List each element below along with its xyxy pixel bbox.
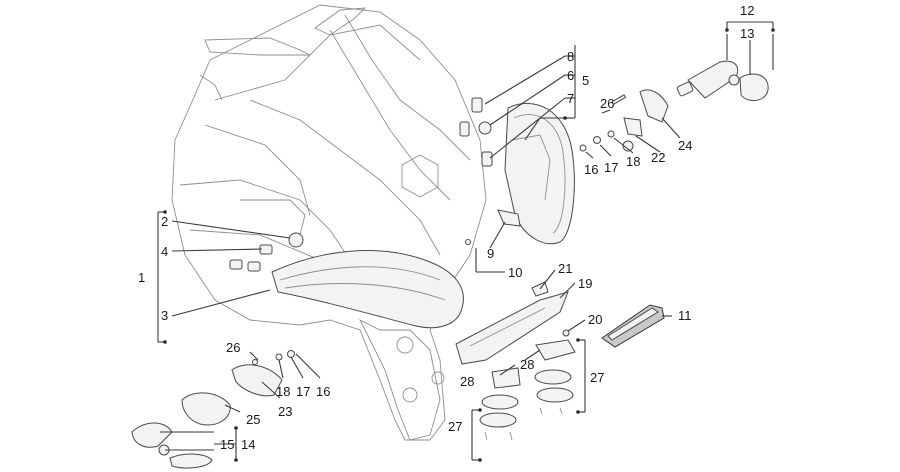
bracket-9 bbox=[465, 209, 521, 245]
rear-light-lens-left bbox=[271, 250, 464, 329]
callout-13: 13 bbox=[740, 26, 754, 41]
rear-light-housing bbox=[504, 103, 575, 245]
callout-11: 11 bbox=[678, 308, 692, 323]
callout-6: 6 bbox=[567, 68, 574, 83]
callout-19: 19 bbox=[578, 276, 592, 291]
bulb-sockets-upper bbox=[459, 97, 493, 167]
callout-5: 5 bbox=[582, 73, 589, 88]
leader-dots bbox=[163, 28, 775, 462]
callout-23: 23 bbox=[278, 404, 292, 419]
callout-14: 14 bbox=[241, 437, 255, 452]
callout-24: 24 bbox=[678, 138, 692, 153]
left-turn-indicator bbox=[131, 350, 295, 469]
leader-lines bbox=[157, 21, 774, 461]
bulb-sockets-left bbox=[229, 232, 304, 272]
callout-16-lower: 16 bbox=[316, 384, 330, 399]
licence-plate-light-cover bbox=[455, 281, 570, 365]
callout-25: 25 bbox=[246, 412, 260, 427]
scooter-rear-body bbox=[171, 4, 487, 441]
callout-9: 9 bbox=[487, 246, 494, 261]
callout-16-upper: 16 bbox=[584, 162, 598, 177]
callout-27-right: 27 bbox=[590, 370, 604, 385]
callout-7: 7 bbox=[567, 91, 574, 106]
callout-28-left: 28 bbox=[460, 374, 474, 389]
callout-1: 1 bbox=[138, 270, 145, 285]
plate-light-assemblies bbox=[479, 339, 576, 441]
callout-8: 8 bbox=[567, 49, 574, 64]
callout-10: 10 bbox=[508, 265, 522, 280]
callout-26-upper: 26 bbox=[600, 96, 614, 111]
callout-3: 3 bbox=[161, 308, 168, 323]
callout-22: 22 bbox=[651, 150, 665, 165]
callout-18-upper: 18 bbox=[626, 154, 640, 169]
callout-4: 4 bbox=[161, 244, 168, 259]
callout-21: 21 bbox=[558, 261, 572, 276]
callout-20: 20 bbox=[588, 312, 602, 327]
callout-17-upper: 17 bbox=[604, 160, 618, 175]
callout-2: 2 bbox=[161, 214, 168, 229]
right-turn-indicator bbox=[676, 60, 769, 102]
callout-12: 12 bbox=[740, 3, 754, 18]
rear-reflector-11 bbox=[601, 304, 665, 348]
callout-15: 15 bbox=[220, 437, 234, 452]
callout-17-lower: 17 bbox=[296, 384, 310, 399]
indicator-bracket-right bbox=[579, 89, 669, 152]
callout-27-lower: 27 bbox=[448, 419, 462, 434]
callout-26-lower: 26 bbox=[226, 340, 240, 355]
callout-28-right: 28 bbox=[520, 357, 534, 372]
callout-labels: 8 6 5 7 12 13 26 24 16 17 18 22 2 4 1 3 … bbox=[138, 3, 754, 452]
callout-18-lower: 18 bbox=[276, 384, 290, 399]
